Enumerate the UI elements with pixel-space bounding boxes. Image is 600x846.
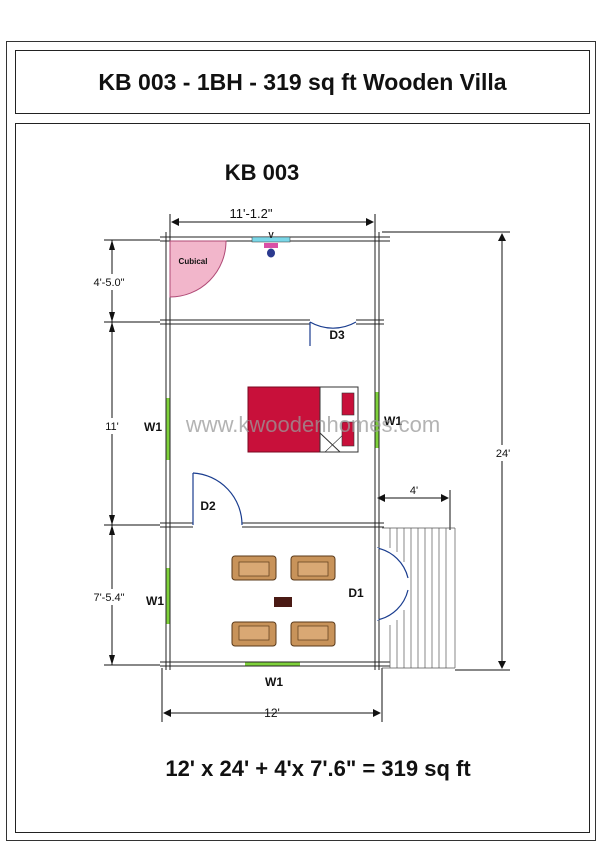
plan-frame	[15, 123, 590, 833]
area-formula: 12' x 24' + 4'x 7'.6" = 319 sq ft	[165, 756, 471, 781]
coffee-table	[274, 597, 292, 607]
door-d3: D3	[309, 321, 357, 346]
window-bottom-label: W1	[265, 675, 283, 689]
dim-porch-width: 4'	[377, 485, 451, 530]
door-d1: D1	[348, 547, 409, 621]
porch-deck	[382, 527, 456, 669]
dim-cubical-height: 4'-5.0"	[93, 277, 124, 289]
dim-total-height: 24'	[382, 231, 516, 671]
window-bedroom-right-label: W1	[384, 414, 402, 428]
armchair	[290, 555, 336, 581]
svg-text:11'-1.2": 11'-1.2"	[230, 206, 273, 221]
dim-bedroom-height: 11'	[105, 421, 119, 433]
door-d2: D2	[192, 472, 243, 526]
cubical-door-arc	[169, 240, 227, 298]
dim-bottom-width: 12'	[161, 668, 383, 722]
title-box: KB 003 - 1BH - 319 sq ft Wooden Villa	[15, 50, 590, 114]
armchair	[290, 621, 336, 647]
armchair	[231, 621, 277, 647]
model-label: KB 003	[225, 160, 300, 185]
svg-text:4': 4'	[410, 485, 418, 497]
outer-frame	[6, 41, 596, 841]
svg-text:24': 24'	[496, 448, 510, 460]
washbasin-icon: V	[251, 231, 291, 258]
page-title: KB 003 - 1BH - 319 sq ft Wooden Villa	[98, 68, 507, 95]
svg-text:D3: D3	[329, 328, 345, 342]
watermark: www.kwoodenhomes.com	[185, 412, 440, 437]
svg-text:D2: D2	[200, 499, 216, 513]
cubical-label: Cubical	[179, 257, 208, 266]
dim-top-width: 11'-1.2"	[169, 206, 376, 238]
armchair	[231, 555, 277, 581]
bed	[247, 386, 359, 453]
dim-living-height: 7'-5.4"	[93, 592, 124, 604]
window-living-left-label: W1	[146, 594, 164, 608]
window-bedroom-left-label: W1	[144, 420, 162, 434]
svg-text:D1: D1	[348, 586, 364, 600]
svg-text:12': 12'	[264, 706, 280, 720]
svg-text:V: V	[268, 231, 274, 240]
